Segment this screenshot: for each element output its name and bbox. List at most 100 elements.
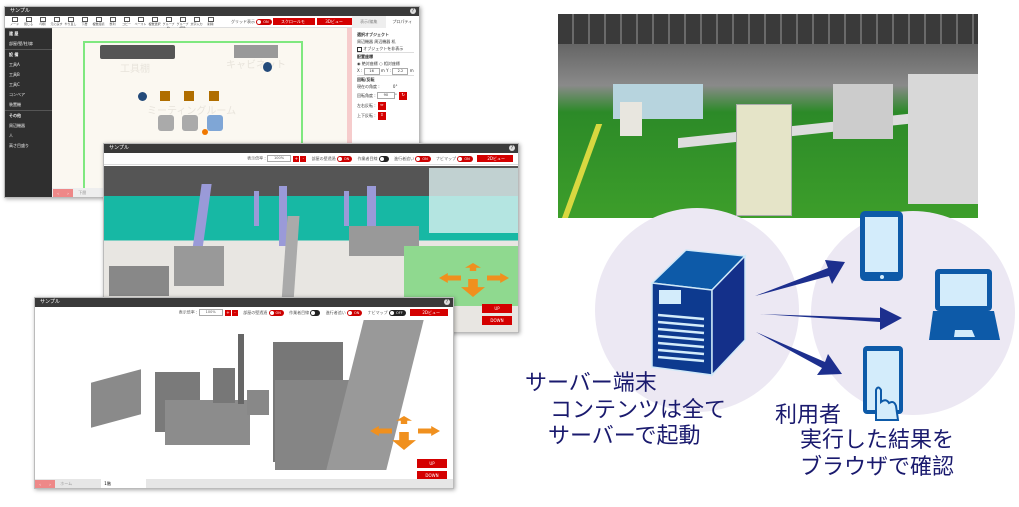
- 3d-view-button[interactable]: 3Dビュー: [317, 18, 358, 25]
- zoom-input[interactable]: 100%: [198, 309, 223, 316]
- help-icon[interactable]: ?: [509, 145, 515, 151]
- help-icon[interactable]: ?: [444, 299, 450, 305]
- window-title: サンプル: [40, 299, 60, 305]
- hide-checkbox[interactable]: [357, 46, 362, 52]
- sidebar-item[interactable]: 工具C: [9, 82, 20, 87]
- current-angle: 0°: [392, 83, 398, 89]
- sidebar-item[interactable]: 部屋/壁/柱/扉: [9, 41, 34, 46]
- toolbar-label: 複数選択: [148, 22, 161, 26]
- current-angle-label: 現在の角度 :: [357, 83, 380, 89]
- grid-label: グリッド表示: [231, 18, 255, 24]
- arrow-right-icon[interactable]: [487, 273, 509, 283]
- zoom-in-button[interactable]: +: [224, 309, 231, 316]
- toolbar-button[interactable]: 削除: [204, 17, 217, 30]
- follow-toggle[interactable]: ON: [415, 155, 431, 162]
- arrow-left-icon[interactable]: [439, 273, 461, 283]
- relative-radio[interactable]: ○: [379, 61, 383, 66]
- zoom-in-button[interactable]: +: [293, 155, 300, 162]
- toolbar-icon: [39, 17, 46, 22]
- arrow-left-icon[interactable]: [370, 426, 392, 436]
- wall-toggle[interactable]: ON: [268, 309, 284, 316]
- toolbar-button[interactable]: 整列: [106, 17, 119, 30]
- toolbar-button[interactable]: 複数選択: [148, 17, 161, 30]
- wall-toggle[interactable]: ON: [336, 155, 353, 162]
- rotation-input[interactable]: 90: [376, 92, 395, 99]
- help-icon[interactable]: ?: [410, 8, 416, 14]
- navi-toggle[interactable]: ON: [457, 155, 473, 162]
- next-page-button[interactable]: ›: [63, 188, 73, 197]
- sidebar-item[interactable]: 人: [9, 133, 13, 138]
- up-button[interactable]: UP: [482, 304, 512, 313]
- toolbar-icon: [11, 17, 18, 22]
- move-arrows[interactable]: [370, 416, 440, 456]
- arrow-right-icon[interactable]: [418, 426, 440, 436]
- zoom-out-button[interactable]: -: [300, 155, 307, 162]
- rotate-handle[interactable]: [202, 129, 208, 135]
- toolbar-button[interactable]: 複数接続: [92, 17, 105, 30]
- worker-toggle[interactable]: [378, 155, 389, 162]
- zoom-out-button[interactable]: -: [231, 309, 238, 316]
- machine: [908, 74, 978, 204]
- relative-label: 相対座標: [383, 61, 400, 66]
- 2d-view-button[interactable]: 2Dビュー: [410, 309, 448, 316]
- toolbar-button[interactable]: 下層: [78, 17, 91, 30]
- user-desc-line2: ブラウザで確認: [800, 455, 955, 480]
- tab-home[interactable]: ホーム: [60, 481, 73, 486]
- toolbar-icon: [207, 17, 214, 22]
- down-button[interactable]: DOWN: [482, 316, 512, 325]
- user-desc-line1: 実行した結果を: [800, 428, 955, 453]
- toolbar-button[interactable]: ペースト: [134, 17, 147, 30]
- toolbar-button[interactable]: 印刷: [36, 17, 49, 30]
- tab-display-edit[interactable]: 表示/編集: [360, 19, 378, 24]
- flip-v-button[interactable]: ⇕: [377, 111, 386, 120]
- toolbar-button[interactable]: 閉じる: [22, 17, 35, 30]
- 2d-view-button[interactable]: 2Dビュー: [477, 155, 513, 162]
- zoom-label: 表示倍率 :: [178, 309, 198, 315]
- toolbar-button[interactable]: やり直し: [64, 17, 77, 30]
- prev-page-button[interactable]: ‹: [35, 479, 45, 488]
- pillar: [254, 191, 259, 226]
- follow-label: 進行者追い: [325, 309, 346, 315]
- move-arrows[interactable]: [439, 263, 509, 303]
- sidebar-item[interactable]: 高さ目盛り: [9, 143, 29, 148]
- down-button[interactable]: DOWN: [417, 471, 447, 480]
- tab-property[interactable]: プロパティ: [385, 16, 419, 28]
- floor-tab[interactable]: 下層: [78, 190, 87, 195]
- panel-divider[interactable]: [347, 28, 352, 197]
- y-input[interactable]: 2.2: [392, 67, 409, 75]
- rotate-button[interactable]: ↻: [399, 91, 408, 100]
- follow-toggle[interactable]: ON: [347, 309, 363, 316]
- toolbar-button[interactable]: コピー: [120, 17, 133, 30]
- worker-toggle[interactable]: [310, 309, 321, 316]
- next-page-button[interactable]: ›: [45, 479, 55, 488]
- toolbar-button[interactable]: ノード: [8, 17, 21, 30]
- server-desc-line1: コンテンツは全て: [550, 398, 727, 423]
- arrow-forward-icon[interactable]: [396, 416, 412, 424]
- absolute-radio[interactable]: ◉: [357, 61, 361, 66]
- desk-selected[interactable]: [207, 115, 223, 131]
- toolbar-button[interactable]: 文字入力: [190, 17, 203, 30]
- zoom-input[interactable]: 100%: [267, 155, 292, 162]
- sidebar-item[interactable]: 工具A: [9, 62, 20, 67]
- arrow-forward-icon[interactable]: [465, 263, 481, 271]
- toolbar-button[interactable]: 元に戻す: [50, 17, 63, 30]
- toolbar-label: 文字入力: [190, 22, 203, 26]
- toolbar-icon: [123, 17, 130, 22]
- arrow-to-smartphone-icon: [756, 332, 842, 375]
- sidebar-item[interactable]: コンベア: [9, 92, 25, 97]
- tab-floor-1[interactable]: 1階: [101, 479, 147, 488]
- grid-toggle[interactable]: ON: [256, 18, 272, 25]
- 3d-scene[interactable]: [35, 320, 453, 478]
- x-input[interactable]: 16: [363, 67, 380, 75]
- up-button[interactable]: UP: [417, 459, 447, 468]
- ceiling-lights: [558, 14, 978, 44]
- chair: [184, 91, 194, 101]
- sidebar-item[interactable]: 周辺機器: [9, 123, 25, 128]
- sidebar-item[interactable]: 工具B: [9, 72, 20, 77]
- navi-toggle[interactable]: OFF: [388, 309, 406, 316]
- pillar: [279, 186, 287, 246]
- flip-h-button[interactable]: ⇔: [377, 101, 386, 110]
- sidebar-item[interactable]: 装置機: [9, 102, 21, 107]
- pillar: [367, 186, 376, 256]
- prev-page-button[interactable]: ‹: [53, 188, 63, 197]
